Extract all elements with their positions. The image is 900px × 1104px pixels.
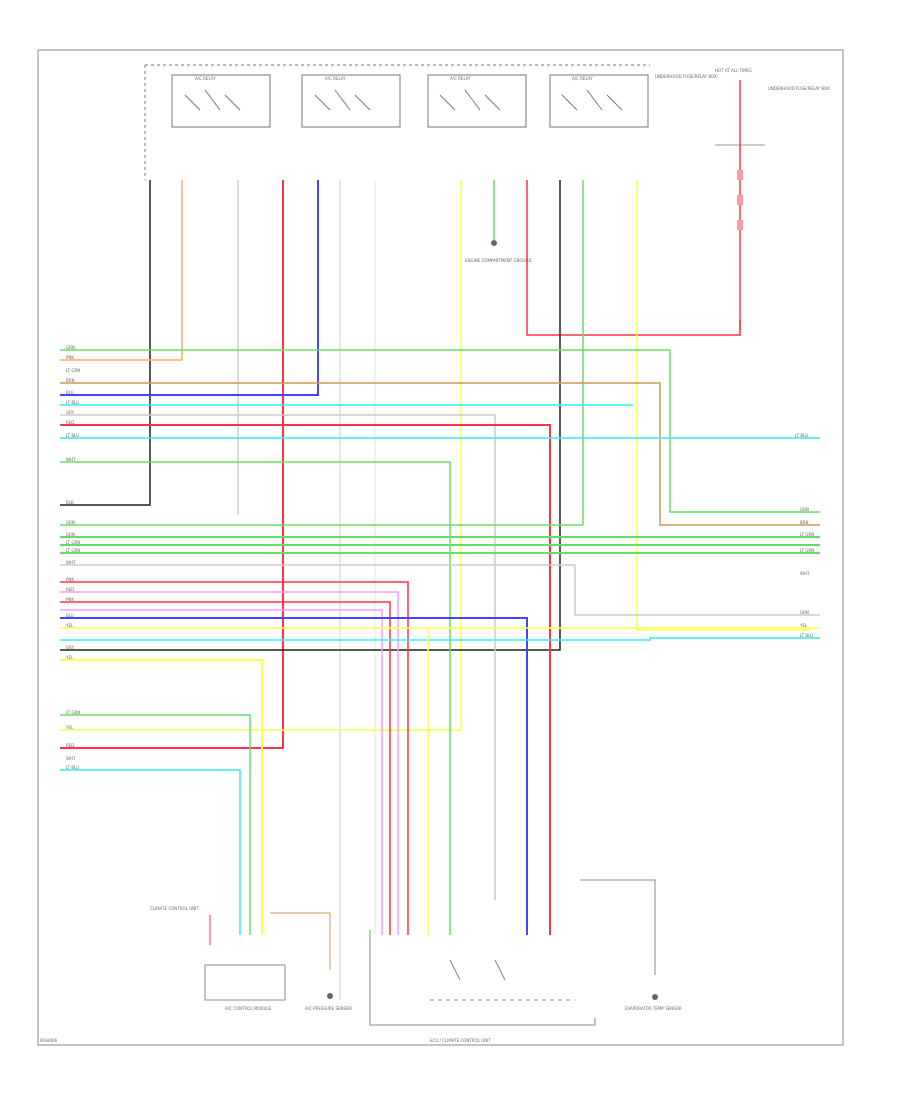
fuse-area	[715, 80, 765, 330]
svg-text:GRN: GRN	[66, 532, 75, 537]
module-right-label: EVAPORATOR TEMP SENSOR	[625, 1006, 682, 1011]
svg-text:LT BLU: LT BLU	[66, 433, 79, 438]
svg-text:LT BLU: LT BLU	[66, 400, 79, 405]
wire-black-left	[60, 180, 151, 506]
left-wire-labels: GRN PNK LT GRN BRN BLU LT BLU GRY RED LT…	[65, 345, 80, 770]
svg-text:GRY: GRY	[66, 410, 75, 415]
ground-symbol-1	[491, 240, 497, 246]
relay-box-3	[427, 74, 527, 128]
svg-text:GRY: GRY	[66, 645, 75, 650]
hot-label: HOT AT ALL TIMES	[715, 68, 752, 73]
svg-text:GRN: GRN	[800, 610, 809, 615]
svg-text:WHT: WHT	[66, 756, 76, 761]
svg-text:LT BLU: LT BLU	[795, 433, 808, 438]
switch-box-label: ECU / CLIMATE CONTROL UNIT	[430, 1038, 491, 1043]
svg-text:PNK: PNK	[66, 577, 74, 582]
relay-boxes	[144, 64, 650, 180]
svg-text:PNK: PNK	[66, 597, 74, 602]
relay-label-1: A/C RELAY	[195, 76, 216, 81]
ground-label-1: ENGINE COMPARTMENT GROUND	[465, 258, 532, 263]
svg-text:LT GRN: LT GRN	[66, 710, 80, 715]
svg-text:LT BLU: LT BLU	[66, 765, 79, 770]
relay-note: UNDERHOOD FUSE/RELAY BOX	[655, 74, 717, 79]
wire-blue-top	[60, 180, 319, 396]
svg-text:GRN: GRN	[66, 345, 75, 350]
svg-text:RED: RED	[66, 587, 74, 592]
svg-text:LT BLU: LT BLU	[800, 633, 813, 638]
switch-box	[369, 879, 658, 1026]
svg-text:GRN: GRN	[66, 520, 75, 525]
connector-note: CLIMATE CONTROL UNIT	[150, 906, 199, 911]
svg-text:GRN: GRN	[800, 507, 809, 512]
svg-text:YEL: YEL	[65, 725, 74, 730]
relay-box-4	[549, 74, 649, 128]
relay-box-1	[171, 74, 271, 128]
svg-text:WHT: WHT	[66, 560, 76, 565]
fuse-note: UNDERHOOD FUSE/RELAY BOX	[768, 86, 830, 91]
svg-text:BLU: BLU	[66, 613, 74, 618]
wire-black-right	[60, 180, 561, 651]
relay-label-3: A/C RELAY	[450, 76, 471, 81]
wire-red-fuse	[526, 180, 741, 336]
relay-labels: A/C RELAY A/C RELAY A/C RELAY A/C RELAY …	[195, 68, 830, 263]
svg-text:BLK: BLK	[66, 500, 74, 505]
svg-text:WHT: WHT	[66, 457, 76, 462]
svg-text:LT GRN: LT GRN	[66, 540, 80, 545]
harness-wires	[60, 349, 820, 935]
module-center-label: A/C PRESSURE SENSOR	[305, 1006, 352, 1011]
svg-text:BLU: BLU	[66, 390, 74, 395]
svg-text:YEL: YEL	[65, 623, 74, 628]
relay-label-2: A/C RELAY	[325, 76, 346, 81]
relay-label-4: A/C RELAY	[572, 76, 593, 81]
svg-text:LT GRN: LT GRN	[66, 368, 80, 373]
svg-text:WHT: WHT	[800, 571, 810, 576]
svg-text:RED: RED	[66, 743, 74, 748]
svg-text:LT GRN: LT GRN	[66, 548, 80, 553]
relay-box-2	[301, 74, 401, 128]
right-wire-labels: LT BLU GRN BRN LT GRN LT GRN WHT GRN YEL…	[795, 433, 814, 638]
svg-text:LT GRN: LT GRN	[800, 548, 814, 553]
wire-orange-left	[60, 180, 183, 361]
footer-code: W3H006	[40, 1038, 58, 1043]
wire-yellow-1	[60, 180, 462, 731]
wire-yellow-right	[636, 180, 810, 631]
svg-text:RED: RED	[66, 420, 74, 425]
module-left	[204, 912, 333, 1001]
svg-text:YEL: YEL	[799, 623, 808, 628]
svg-text:LT GRN: LT GRN	[800, 532, 814, 537]
svg-text:YEL: YEL	[65, 655, 74, 660]
wire-red-main	[60, 180, 284, 749]
svg-text:BRN: BRN	[800, 520, 809, 525]
svg-text:BRN: BRN	[66, 378, 75, 383]
module-left-label: A/C CONTROL MODULE	[225, 1006, 272, 1011]
svg-text:PNK: PNK	[66, 355, 74, 360]
diagram-frame	[37, 49, 844, 1046]
vertical-wires-top	[60, 180, 810, 1000]
